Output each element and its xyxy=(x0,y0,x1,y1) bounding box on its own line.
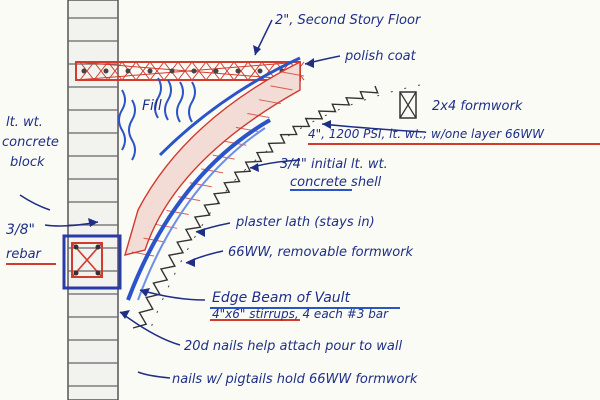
concrete-block-wall xyxy=(67,0,119,400)
label-polish-coat: polish coat xyxy=(344,49,417,64)
slab-rebar-dot xyxy=(257,68,263,74)
label-2x4-formwork: 2x4 formwork xyxy=(432,99,523,114)
label-concrete-layer: 4", 1200 PSI, lt. wt.; w/one layer 66WW xyxy=(308,127,545,141)
slab-hatch-line xyxy=(177,61,193,81)
slab-hatch-line xyxy=(107,61,123,81)
label-nails-pigtails: nails w/ pigtails hold 66WW formwork xyxy=(172,372,418,387)
slab-rebar-dot xyxy=(81,68,87,74)
slab-rebar-dot xyxy=(125,68,131,74)
label-initial-shell-1: 3/4" initial lt. wt. xyxy=(280,157,388,172)
polish-coat-stroke xyxy=(158,56,301,157)
label-fill: Fill xyxy=(142,98,162,114)
slab-hatch-line xyxy=(135,61,151,81)
edge-beam xyxy=(62,234,122,290)
arrowheads xyxy=(88,45,331,319)
slab-rebar-dot xyxy=(169,68,175,74)
vault-hatch-line xyxy=(258,99,282,105)
slab-rebar-dot xyxy=(213,68,219,74)
vault-hatch-line xyxy=(270,85,293,91)
red-underlines xyxy=(6,143,600,321)
label-initial-shell-2: concrete shell xyxy=(290,175,382,190)
slab-hatch-line xyxy=(233,61,249,81)
slab-rebar-dot xyxy=(147,68,153,74)
vault-hatch-line xyxy=(131,251,155,257)
formwork-2x4-symbol xyxy=(399,91,417,119)
label-edge-beam: Edge Beam of Vault xyxy=(212,290,351,306)
vault-hatch-line xyxy=(281,71,305,77)
label-second-story-floor: 2", Second Story Floor xyxy=(275,13,422,28)
label-removable-formwork: 66WW, removable formwork xyxy=(228,245,414,260)
slab-hatch-line xyxy=(247,61,263,81)
fill-squiggles xyxy=(118,77,196,161)
label-rebar: rebar xyxy=(6,247,43,262)
vault-hatch-line xyxy=(154,223,178,229)
slab-hatch-line xyxy=(205,61,221,81)
label-plaster-lath: plaster lath (stays in) xyxy=(235,215,375,230)
slab-rebar-dot xyxy=(103,68,109,74)
vault-hatch-line xyxy=(247,113,270,119)
slab-hatch-line xyxy=(149,61,165,81)
vault-hatch-line xyxy=(212,154,235,160)
label-20d-nails: 20d nails help attach pour to wall xyxy=(184,339,402,354)
slab-rebar-dot xyxy=(191,68,197,74)
label-stirrups: 4"x6" stirrups, 4 each #3 bar xyxy=(212,307,389,321)
vault-hatch-line xyxy=(166,209,189,215)
slab-hatch-line xyxy=(79,61,95,81)
66ww-formwork-zigzag xyxy=(132,85,379,329)
label-lt-wt-2: concrete xyxy=(2,135,59,150)
slab-hatch-line xyxy=(93,61,109,81)
lath-blue-stroke xyxy=(126,118,272,301)
formwork-dotted-line xyxy=(149,84,421,331)
vault-shell xyxy=(123,56,421,331)
slab-rebar-dot xyxy=(235,68,241,74)
label-rebar-size: 3/8" xyxy=(6,222,35,238)
slab-hatch-line xyxy=(219,61,235,81)
label-lt-wt-1: lt. wt. xyxy=(6,115,43,130)
slab-hatch-line xyxy=(191,61,207,81)
label-lt-wt-3: block xyxy=(10,155,45,170)
